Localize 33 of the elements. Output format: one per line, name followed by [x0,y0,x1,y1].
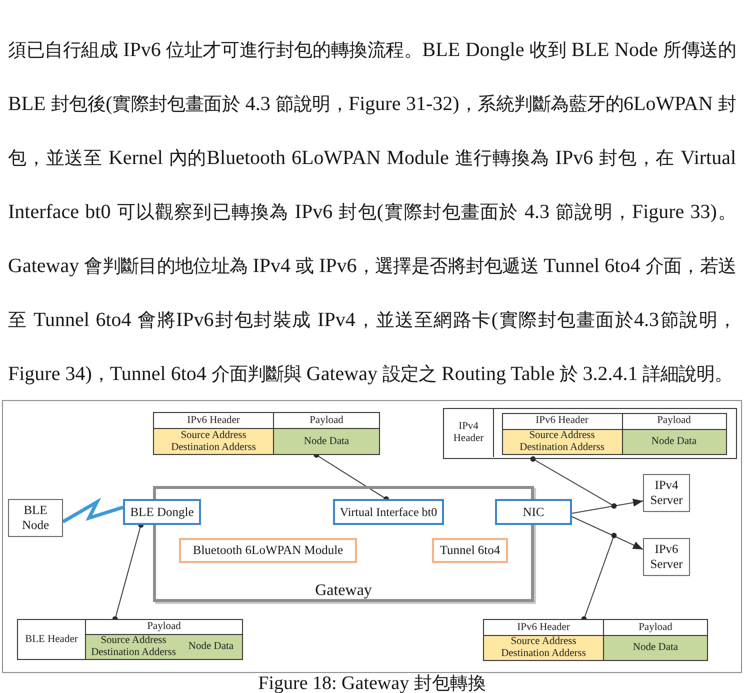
data-cell: Node Data [180,634,243,660]
interface-box: Virtual Interface bt0 [333,499,444,525]
header-cell: IPv6 Header [153,412,274,429]
module-box: Bluetooth 6LoWPAN Module [179,538,357,563]
address-cell: Source Address Destination Adderss [85,634,181,660]
payload-cell: Payload [603,619,708,636]
header-cell: IPv6 Header [483,619,604,636]
header-cell: IPv6 Header [502,412,622,430]
box-label: Gateway [315,582,372,600]
payload-cell: Payload [85,619,243,635]
address-cell: Source Address Destination Adderss [483,635,604,661]
module-box: Tunnel 6to4 [432,538,508,563]
arrow [572,516,644,550]
data-cell: Node Data [273,428,380,455]
leader-line [581,532,617,622]
interface-box: BLE Dongle [123,499,201,525]
address-cell: Source Address Destination Adderss [502,428,622,454]
leader-line [530,456,617,509]
interface-box: NIC [495,499,572,525]
data-cell: Node Data [622,428,726,454]
arrow [572,498,644,514]
data-cell: Node Data [603,635,708,661]
packet-frame [443,408,737,459]
server-box: IPv4 Server [643,474,690,512]
payload-cell: Payload [622,412,726,430]
payload-cell: Payload [273,412,380,429]
body-text: 須已自行組成 IPv6 位址才可進行封包的轉換流程。BLE Dongle 收到 BLE Node 所傳送的BLE 封包後(實際封包畫面於 4.3 節說明，Figure 31-32)，系統判斷為藍牙的6LoWPAN 封包，並送至 Kernel 內的Bluetooth 6LoWPAN Module 進行轉換為 IPv6 封包，在 Virtual Interface bt0 可以觀察到已轉換為 IPv6 封包(實際封包畫面於 4.3 節說明，Figure 33)。Gateway 會判斷目的地位址為 IPv4 或 IPv6，選擇是否將封包遞送 Tunnel 6to4 介面，若送至 Tunnel 6to4 會將IPv6封包封裝成 IPv4，並送至網路卡(實際封包畫面於4.3節說明，Figure 34)，Tunnel 6to4 介面判斷與 Gateway 設定之 Routing Table 於 3.2.4.1 詳細說明。 [8,38,736,387]
header-cell: BLE Header [17,619,86,660]
figure-caption: Figure 18: Gateway 封包轉換 [258,673,486,693]
device-box: BLE Node [8,499,63,537]
address-cell: Source Address Destination Adderss [153,428,274,455]
server-box: IPv6 Server [643,538,690,576]
lightning-link [62,498,124,524]
